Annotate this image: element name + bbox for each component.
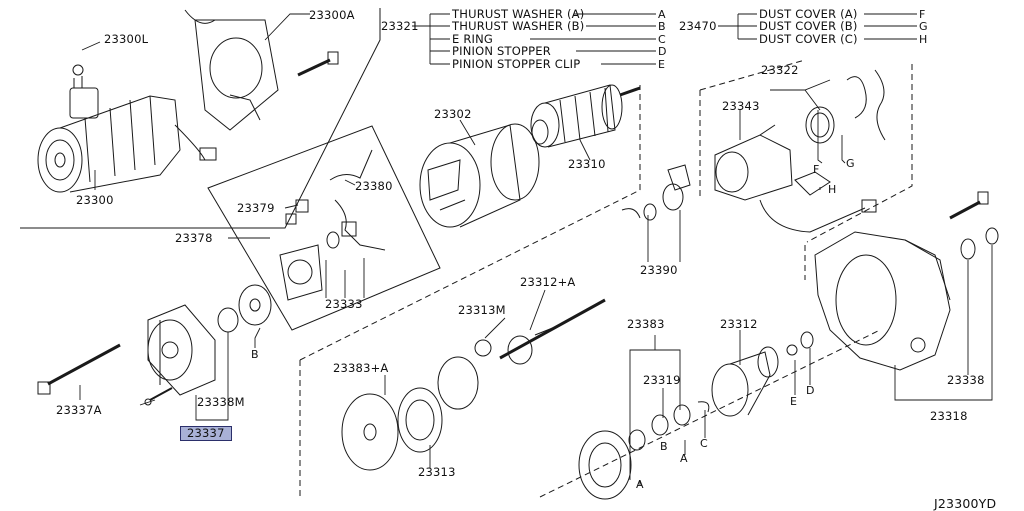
pinion-stopper-drawing [621,164,691,221]
part-label-23338m: 23338M [197,395,245,409]
part-label-23321: 23321 [381,19,419,33]
callout-letter-h: H [828,183,837,196]
legend-item-letter: H [919,33,928,46]
legend-item-name: PINION STOPPER [452,44,551,58]
callout-letter-g: G [846,157,855,170]
part-label-23310: 23310 [568,157,606,171]
planetary-gear-drawing [341,298,606,471]
end-frame-drawing [37,284,272,406]
leader-lines [79,13,993,485]
part-label-23383: 23383 [627,317,665,331]
legend-item-letter: D [658,45,667,58]
legend-item-letter: E [658,58,666,71]
part-label-23313m: 23313M [458,303,506,317]
legend-item-name: DUST COVER (A) [759,7,858,21]
solenoid-drawing [714,69,886,233]
part-label-23312-a: 23312+A [520,275,576,289]
callout-letter-b: B [660,440,668,453]
legend-item-name: E RING [452,32,494,46]
part-label-23313: 23313 [418,465,456,479]
armature-drawing [530,84,641,148]
part-label-23318: 23318 [930,409,968,423]
part-label-23383-a: 23383+A [333,361,389,375]
part-label-23379: 23379 [237,201,275,215]
legend-item-name: DUST COVER (C) [759,32,858,46]
part-label-23380: 23380 [355,179,393,193]
part-label-23338: 23338 [947,373,985,387]
callout-letter-f: F [813,163,820,176]
legend-item-letter: A [658,8,666,21]
yoke-drawing [419,123,540,228]
part-label-23319: 23319 [643,373,681,387]
part-label-23302: 23302 [434,107,472,121]
callout-letter-e: E [790,395,798,408]
part-label-23312: 23312 [720,317,758,331]
legend-item-letter: G [919,20,928,33]
gear-train-drawing [578,331,814,500]
panel-borders [20,8,913,500]
legend-item-name: DUST COVER (B) [759,19,858,33]
part-label-23390: 23390 [640,263,678,277]
legend-item-name: THURUST WASHER (A) [452,7,585,21]
part-label-23337-highlighted[interactable]: 23337 [180,426,232,441]
part-label-23300l: 23300L [104,32,149,46]
part-label-23343: 23343 [722,99,760,113]
part-label-23322: 23322 [761,63,799,77]
legend-item-name: PINION STOPPER CLIP [452,57,581,71]
brush-holder-drawing [279,149,386,301]
callout-letter-b: B [251,348,259,361]
drive-housing-drawing [814,191,999,371]
legend-item-letter: F [919,8,926,21]
part-label-23300a: 23300A [309,8,355,22]
part-label-23333: 23333 [325,297,363,311]
starter-assembly-drawing [37,9,339,193]
callout-letter-a: A [680,452,688,465]
part-label-23378: 23378 [175,231,213,245]
callout-letter-a: A [636,478,644,491]
callout-letter-d: D [806,384,815,397]
legend-item-letter: C [658,33,666,46]
part-label-23300: 23300 [76,193,114,207]
legend-item-name: THURUST WASHER (B) [452,19,585,33]
diagram-code: J23300YD [934,496,997,511]
callout-letter-c: C [700,437,708,450]
part-label-23337a: 23337A [56,403,102,417]
part-label-23470: 23470 [679,19,717,33]
legend-item-letter: B [658,20,666,33]
